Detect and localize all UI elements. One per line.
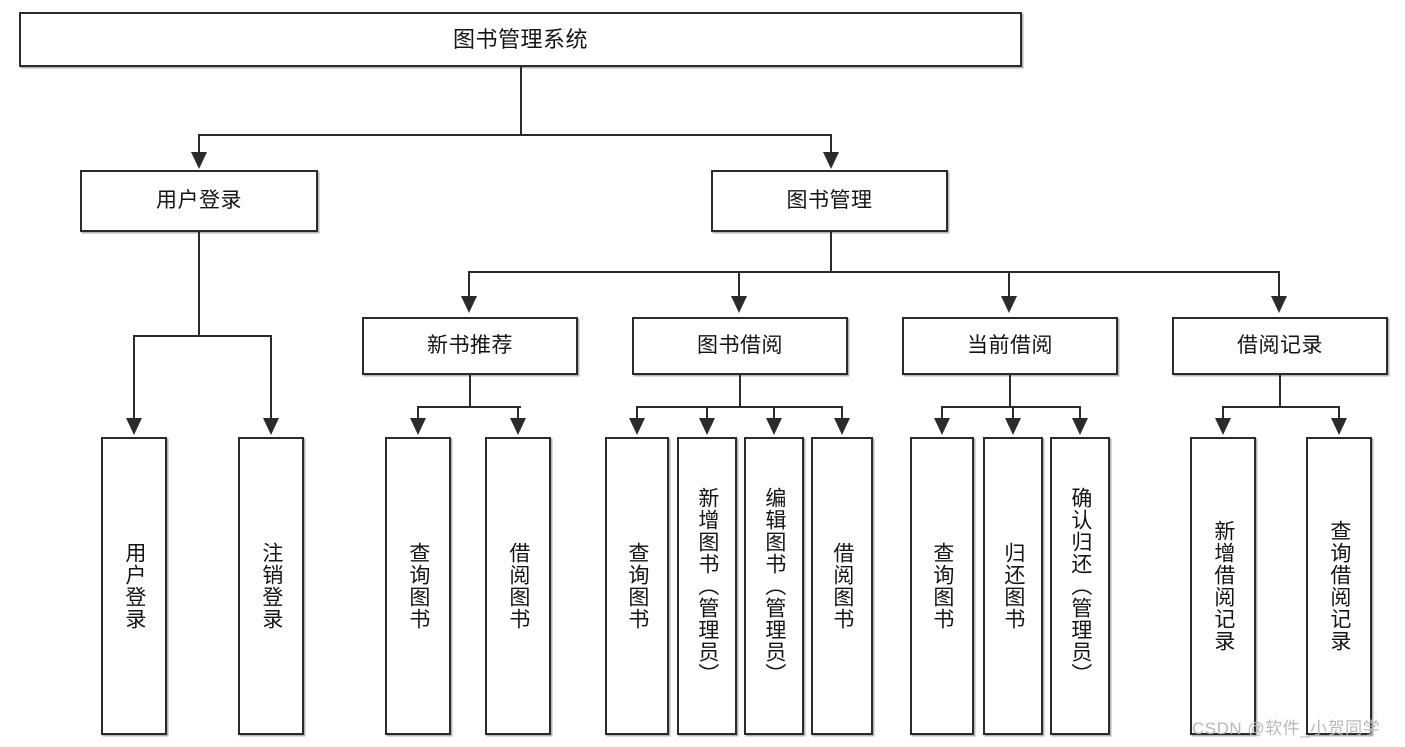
node-leaf-query-borrow-record[interactable]: 查询借阅记录	[1306, 437, 1372, 735]
arrow-br-to-query-record	[1331, 418, 1347, 435]
arrow-bm-to-borrow-record	[1271, 296, 1287, 313]
arrow-bb-to-edit-book	[766, 418, 782, 435]
node-leaf-confirm-return-admin[interactable]: 确认归还（管理员）	[1050, 437, 1110, 735]
node-label: 查询借阅记录	[1327, 520, 1351, 652]
arrow-cb-to-query-book	[934, 418, 950, 435]
connector-nbr-bar	[417, 406, 521, 408]
connector-br-drop-1	[1222, 406, 1224, 419]
connector-bb-stem	[739, 375, 741, 407]
node-book-management[interactable]: 图书管理	[711, 170, 948, 232]
node-label: 借阅图书	[506, 542, 530, 630]
connector-user-login-bar	[133, 335, 271, 337]
arrow-cb-to-confirm-return	[1072, 418, 1088, 435]
connector-bb-drop-1	[636, 406, 638, 419]
connector-bb-drop-2	[706, 406, 708, 419]
node-label: 查询图书	[930, 542, 954, 630]
connector-cb-drop-2	[1012, 406, 1014, 419]
node-label: 用户登录	[156, 188, 242, 212]
node-borrow-record[interactable]: 借阅记录	[1172, 317, 1388, 375]
node-user-login[interactable]: 用户登录	[80, 170, 318, 232]
node-root-book-management-system[interactable]: 图书管理系统	[19, 12, 1022, 67]
arrow-nbr-to-query-book	[410, 418, 426, 435]
node-label: 编辑图书（管理员）	[762, 487, 786, 685]
connector-cb-drop-3	[1079, 406, 1081, 419]
connector-cb-bar	[941, 406, 1080, 408]
connector-bb-bar	[636, 406, 842, 408]
connector-user-login-drop-1	[133, 335, 135, 419]
arrow-cb-to-return-book	[1005, 418, 1021, 435]
connector-cb-stem	[1009, 375, 1011, 407]
arrow-bb-to-add-book	[699, 418, 715, 435]
node-leaf-add-borrow-record[interactable]: 新增借阅记录	[1190, 437, 1256, 735]
connector-book-management-bar	[468, 271, 1280, 273]
node-label: 图书管理	[786, 188, 873, 212]
connector-root-stem	[520, 67, 522, 135]
node-leaf-query-book-recommend[interactable]: 查询图书	[385, 437, 451, 735]
node-label: 图书借阅	[697, 333, 783, 357]
connector-user-login-drop-2	[270, 335, 272, 419]
connector-root-to-book-management	[830, 134, 832, 154]
arrow-bm-to-new-book-recommend	[461, 296, 477, 313]
connector-bm-drop-3	[1008, 271, 1010, 297]
connector-br-bar	[1222, 406, 1338, 408]
arrow-nbr-to-borrow-book	[510, 418, 526, 435]
node-label: 当前借阅	[967, 333, 1053, 357]
arrow-root-to-user-login	[191, 152, 207, 169]
node-label: 确认归还（管理员）	[1068, 487, 1092, 685]
node-label: 新书推荐	[427, 333, 513, 357]
node-label: 归还图书	[1001, 542, 1025, 630]
connector-user-login-stem	[198, 232, 200, 336]
node-label: 查询图书	[625, 542, 649, 630]
node-label: 用户登录	[122, 542, 146, 630]
node-label: 图书管理系统	[452, 26, 588, 52]
node-leaf-query-book-borrow[interactable]: 查询图书	[605, 437, 669, 735]
node-label: 借阅记录	[1237, 333, 1323, 357]
arrow-br-to-add-record	[1215, 418, 1231, 435]
connector-bb-drop-3	[773, 406, 775, 419]
connector-bm-drop-1	[468, 271, 470, 297]
arrow-bm-to-book-borrow	[731, 296, 747, 313]
connector-nbr-drop-1	[417, 406, 419, 419]
node-new-book-recommend[interactable]: 新书推荐	[362, 317, 578, 375]
node-leaf-add-book-admin[interactable]: 新增图书（管理员）	[677, 437, 737, 735]
arrow-user-login-to-leaf-login	[126, 418, 142, 435]
arrow-root-to-book-management	[823, 152, 839, 169]
node-current-borrow[interactable]: 当前借阅	[902, 317, 1118, 375]
arrow-bb-to-query-book	[629, 418, 645, 435]
arrow-bm-to-current-borrow	[1001, 296, 1017, 313]
connector-bm-drop-4	[1278, 271, 1280, 297]
node-book-borrow[interactable]: 图书借阅	[632, 317, 848, 375]
node-leaf-query-book-current[interactable]: 查询图书	[910, 437, 974, 735]
arrow-bb-to-borrow-book	[834, 418, 850, 435]
node-leaf-borrow-book-recommend[interactable]: 借阅图书	[485, 437, 551, 735]
connector-bm-drop-2	[738, 271, 740, 297]
node-label: 新增借阅记录	[1211, 520, 1235, 652]
connector-bb-drop-4	[841, 406, 843, 419]
connector-book-management-stem	[830, 232, 832, 272]
connector-nbr-drop-2	[517, 406, 519, 419]
node-label: 新增图书（管理员）	[695, 487, 719, 685]
connector-nbr-stem	[469, 375, 471, 407]
node-label: 借阅图书	[830, 542, 854, 630]
node-label: 查询图书	[406, 542, 430, 630]
node-leaf-return-book[interactable]: 归还图书	[983, 437, 1043, 735]
node-label: 注销登录	[259, 542, 283, 630]
node-leaf-user-logout[interactable]: 注销登录	[238, 437, 304, 735]
connector-root-bar	[198, 134, 832, 136]
connector-br-stem	[1279, 375, 1281, 407]
node-leaf-user-login[interactable]: 用户登录	[101, 437, 167, 735]
node-leaf-edit-book-admin[interactable]: 编辑图书（管理员）	[744, 437, 804, 735]
connector-cb-drop-1	[941, 406, 943, 419]
arrow-user-login-to-leaf-logout	[263, 418, 279, 435]
connector-br-drop-2	[1338, 406, 1340, 419]
connector-root-to-user-login	[198, 134, 200, 154]
node-leaf-borrow-book[interactable]: 借阅图书	[811, 437, 873, 735]
